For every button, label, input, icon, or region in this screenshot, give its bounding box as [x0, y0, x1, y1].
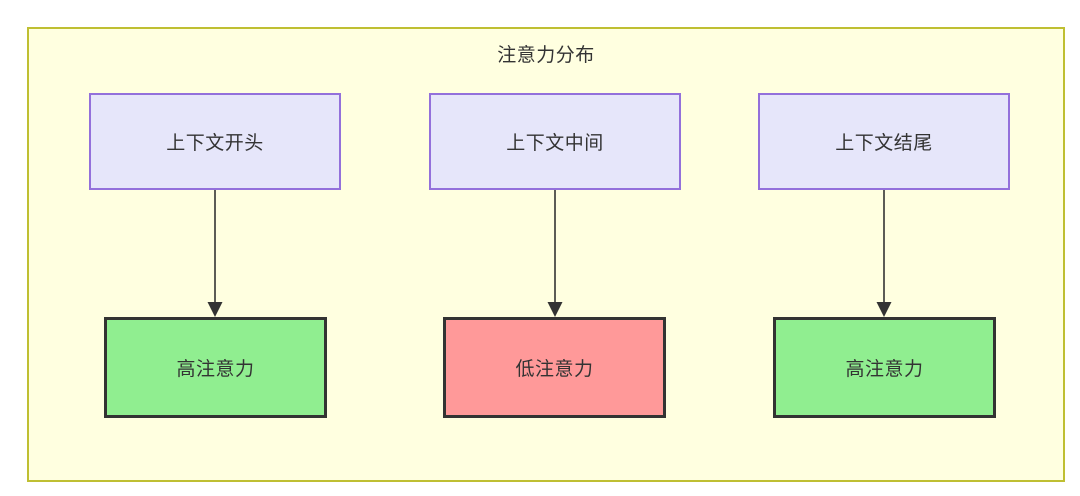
node-label: 上下文结尾 — [835, 132, 933, 154]
node-context-middle[interactable]: 上下文中间 — [429, 93, 681, 190]
node-context-end[interactable]: 上下文结尾 — [758, 93, 1010, 190]
node-attention-high-end[interactable]: 高注意力 — [773, 317, 996, 418]
node-label: 上下文开头 — [166, 132, 264, 154]
node-attention-high-start[interactable]: 高注意力 — [104, 317, 327, 418]
node-label: 高注意力 — [845, 358, 924, 380]
cluster-title: 注意力分布 — [497, 44, 595, 66]
node-attention-low-middle[interactable]: 低注意力 — [443, 317, 666, 418]
node-context-start[interactable]: 上下文开头 — [89, 93, 341, 190]
node-label: 高注意力 — [176, 358, 255, 380]
node-label: 上下文中间 — [506, 132, 604, 154]
node-label: 低注意力 — [515, 358, 594, 380]
